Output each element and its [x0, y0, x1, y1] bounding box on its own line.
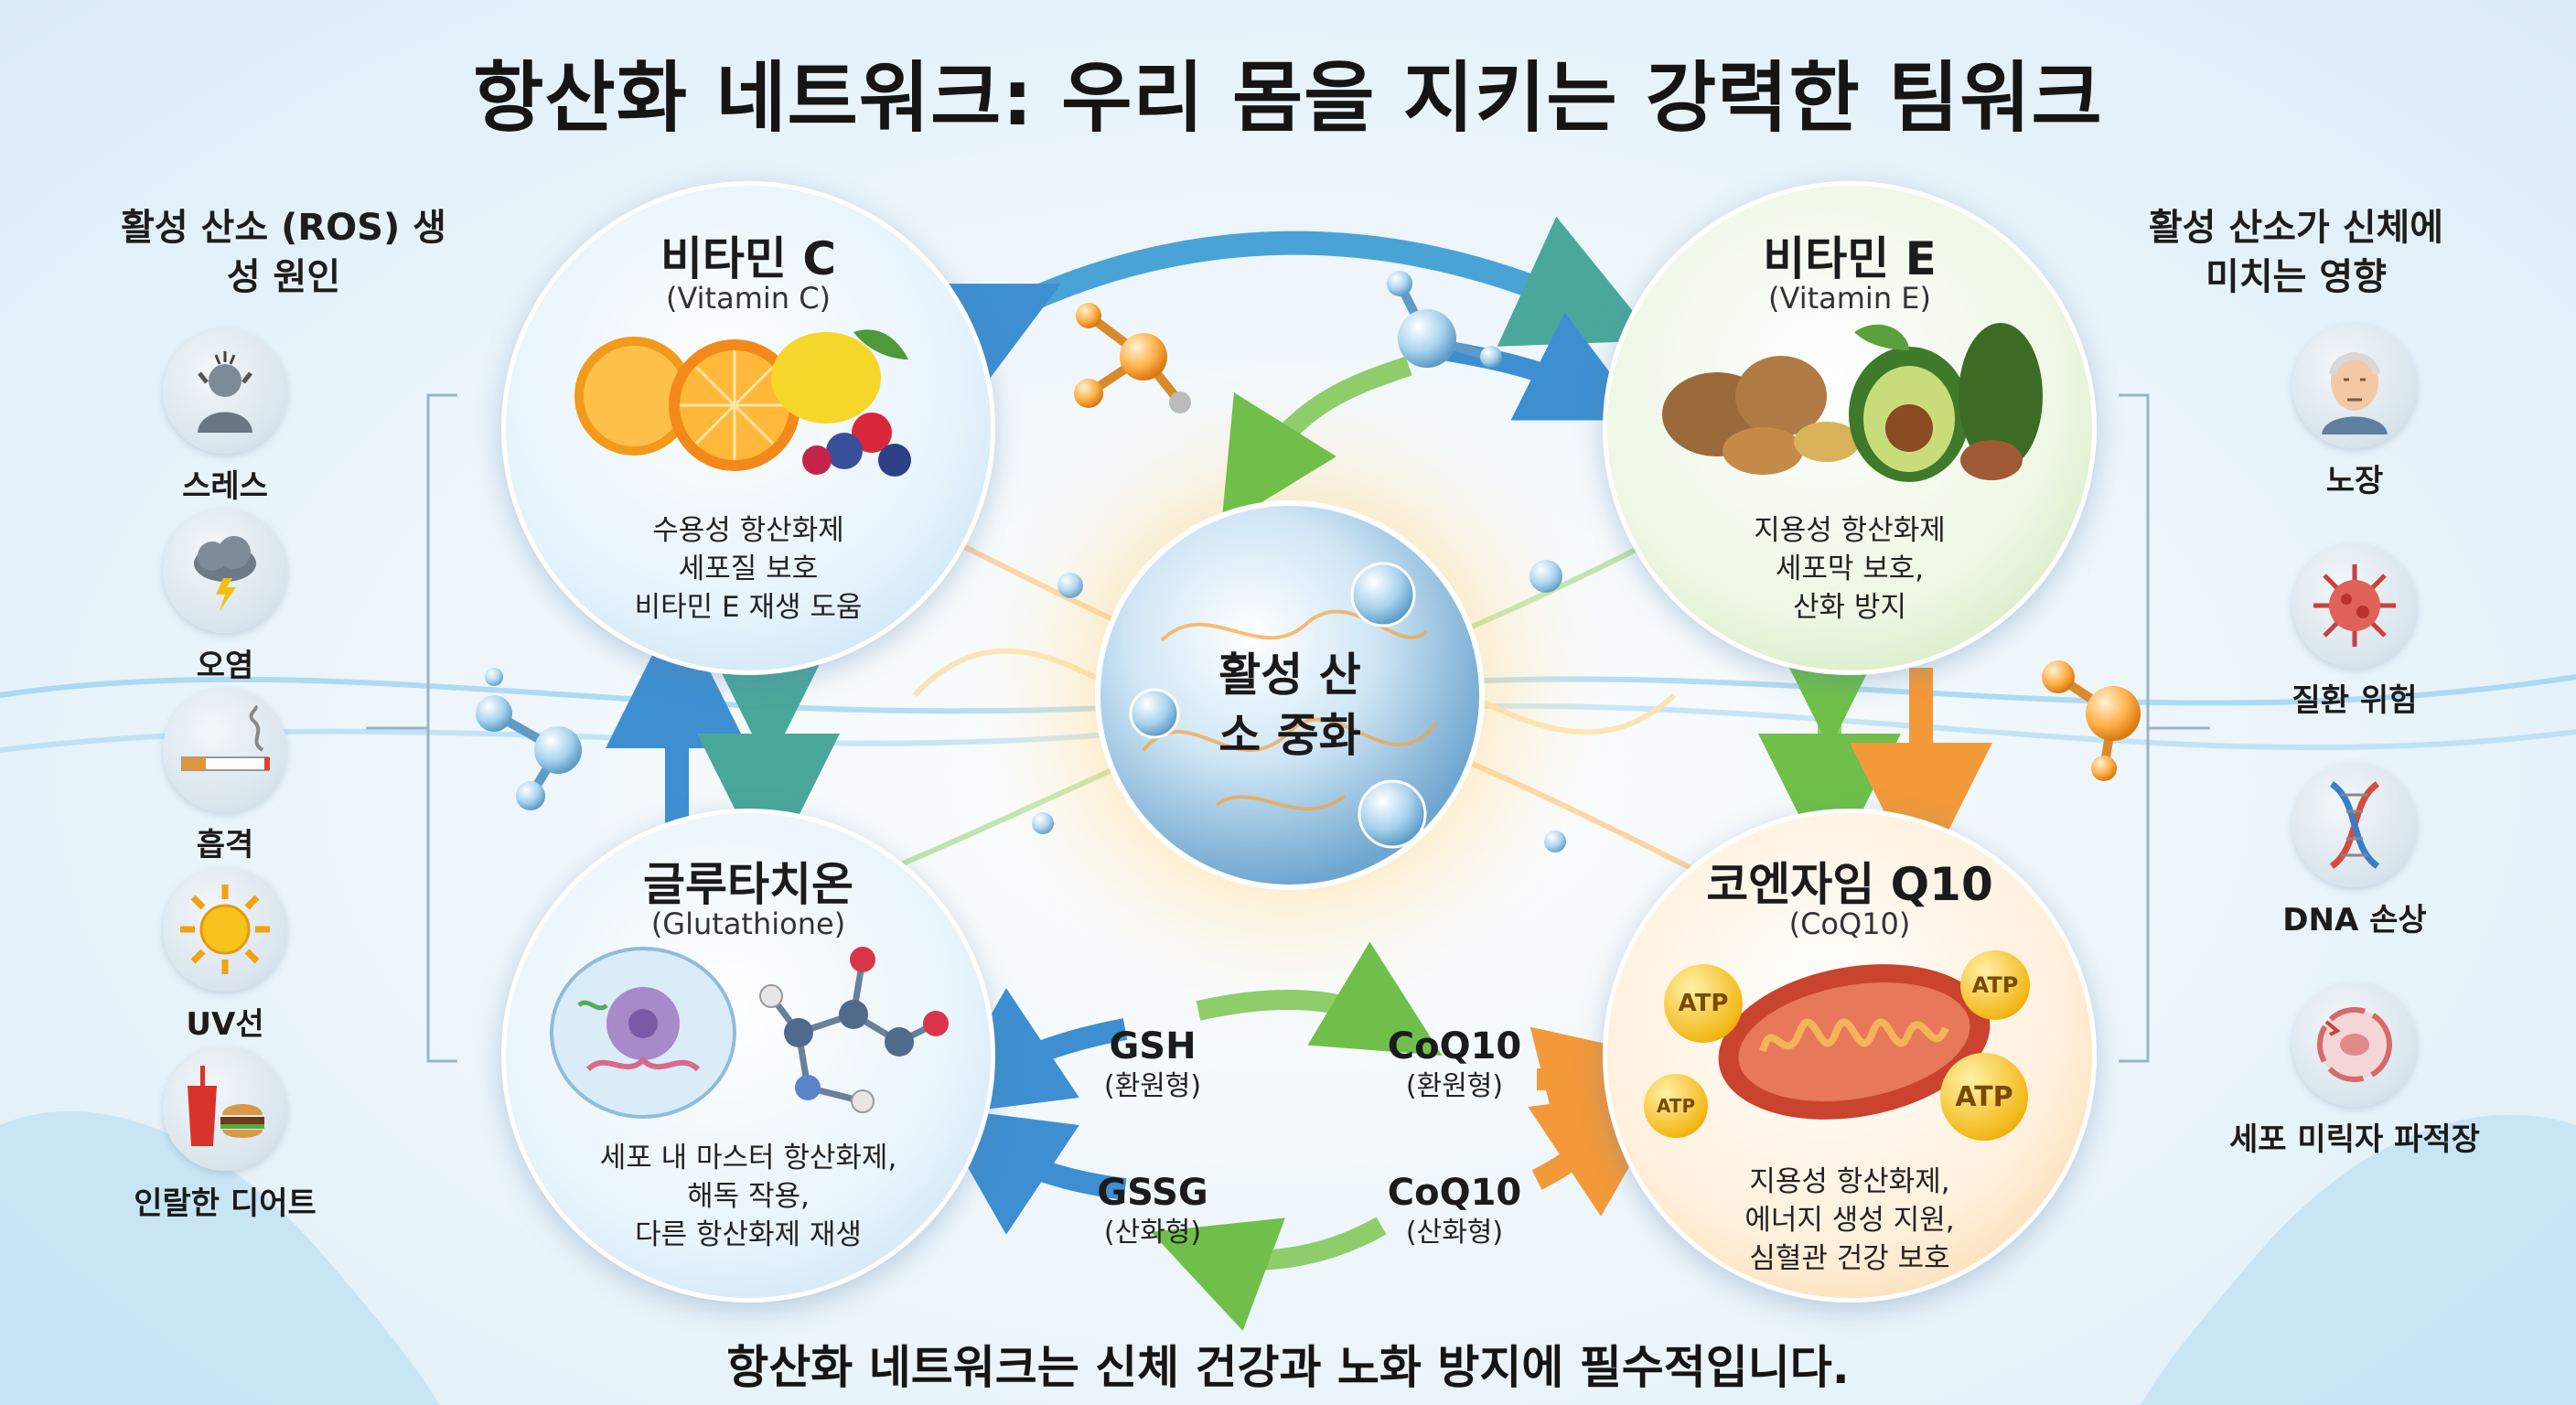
glutathione-title: 글루타치온 [643, 858, 853, 911]
cycle-coq10-oxidized: CoQ10 (산화형) [1387, 1172, 1522, 1249]
footer-caption: 항산화 네트워크는 신체 건강과 노화 방지에 필수적입니다. [726, 1341, 1850, 1394]
vitamin-e-node: 비타민 E (Vitamin E) 지용성 항산화제 세포막 보호, 산화 방지 [1603, 181, 2097, 675]
cause-label: UV선 [186, 1006, 264, 1043]
center-label: 활성 산소 중화 [1218, 649, 1361, 762]
cycle-gsh: GSH (환원형) [1103, 1025, 1202, 1102]
effect-label: 노장 [2325, 463, 2384, 499]
coq10-title: 코엔자임 Q10 [1706, 858, 1993, 911]
elderly-face-icon [2292, 324, 2417, 448]
nuts-avocado-illustration [1662, 323, 2043, 482]
cause-smoking: 흡격 [88, 688, 362, 865]
vitamin-c-title: 비타민 C [660, 232, 837, 285]
page-title: 항산화 네트워크: 우리 몸을 지키는 강력한 팀워크 [473, 53, 2103, 143]
cycle-gssg: GSSG (산화형) [1097, 1172, 1208, 1249]
molecule-orange-right [2042, 660, 2141, 781]
cause-label: 인랄한 디어트 [134, 1185, 317, 1222]
coq10-subtitle: (CoQ10) [1788, 906, 1911, 941]
glutathione-subtitle: (Glutathione) [650, 906, 846, 941]
cause-label: 흡격 [196, 827, 254, 863]
effect-label: 질환 위험 [2292, 682, 2418, 719]
vitamin-e-subtitle: (Vitamin E) [1768, 281, 1931, 316]
atp-badge: ATP [1664, 964, 1743, 1043]
cause-uv: UV선 [88, 867, 362, 1045]
cause-stress: 스레스 [88, 329, 362, 507]
vitamin-c-subtitle: (Vitamin C) [665, 281, 832, 316]
left-panel-title: 활성 산소 (ROS) 생성 원인 [121, 207, 446, 298]
cause-pollution: 오염 [88, 509, 362, 686]
vitamin-e-description: 지용성 항산화제 세포막 보호, 산화 방지 [1754, 514, 1946, 624]
glutathione-description: 세포 내 마스터 항산화제, 해독 작용, 다른 항산화제 재생 [599, 1142, 897, 1251]
cause-label: 스레스 [182, 468, 268, 505]
coq10-node: 코엔자임 Q10 (CoQ10) ATP ATP ATP ATP 지용성 항산화… [1603, 809, 2097, 1303]
cigarette-icon [163, 688, 287, 812]
effect-label: DNA 손상 [2282, 902, 2427, 938]
effect-aging: 노장 [2217, 324, 2492, 501]
virus-icon [2292, 543, 2417, 668]
atp-badge: ATP [1940, 1053, 2028, 1141]
cause-label: 오염 [196, 648, 254, 684]
atp-badge: ATP [1644, 1074, 1708, 1138]
vitamin-c-node: 비타민 C (Vitamin C) 수용성 항산화제 세포질 보호 비타민 E … [501, 181, 995, 675]
molecule-blue-left [476, 695, 582, 810]
effect-cell-membrane-damage: 세포 미릭자 파적장 [2217, 982, 2492, 1160]
effect-disease: 질환 위험 [2217, 543, 2492, 721]
molecule-orange-top [1074, 303, 1191, 413]
coq10-description: 지용성 항산화제, 에너지 생성 지원, 심혈관 건강 보호 [1744, 1165, 1955, 1275]
vitamin-c-description: 수용성 항산화제 세포질 보호 비타민 E 재생 도움 [634, 514, 863, 624]
citrus-fruits-illustration [574, 329, 911, 477]
storm-cloud-icon [163, 509, 287, 633]
cause-unhealthy-diet: 인랄한 디어트 [88, 1046, 362, 1224]
atp-badge: ATP [1960, 950, 2030, 1020]
right-panel-title: 활성 산소가 신체에 미치는 영향 [2148, 207, 2444, 298]
glutathione-node: 글루타치온 (Glutathione) 세포 내 마스터 항산화제, 해독 작용… [501, 809, 995, 1303]
mitochondria-illustration [1718, 964, 1991, 1120]
vitamin-e-title: 비타민 E [1763, 232, 1937, 285]
effect-dna-damage: DNA 손상 [2217, 763, 2492, 940]
effect-label: 세포 미릭자 파적장 [2229, 1121, 2480, 1158]
sun-icon [163, 867, 287, 992]
stress-person-icon [163, 329, 287, 454]
dna-icon [2292, 763, 2417, 887]
damaged-cell-icon [2292, 982, 2417, 1107]
cell-molecule-illustration [550, 947, 949, 1119]
cycle-coq10-reduced: CoQ10 (환원형) [1387, 1025, 1522, 1102]
molecule-blue-top [1387, 271, 1502, 368]
fast-food-icon [163, 1046, 287, 1171]
